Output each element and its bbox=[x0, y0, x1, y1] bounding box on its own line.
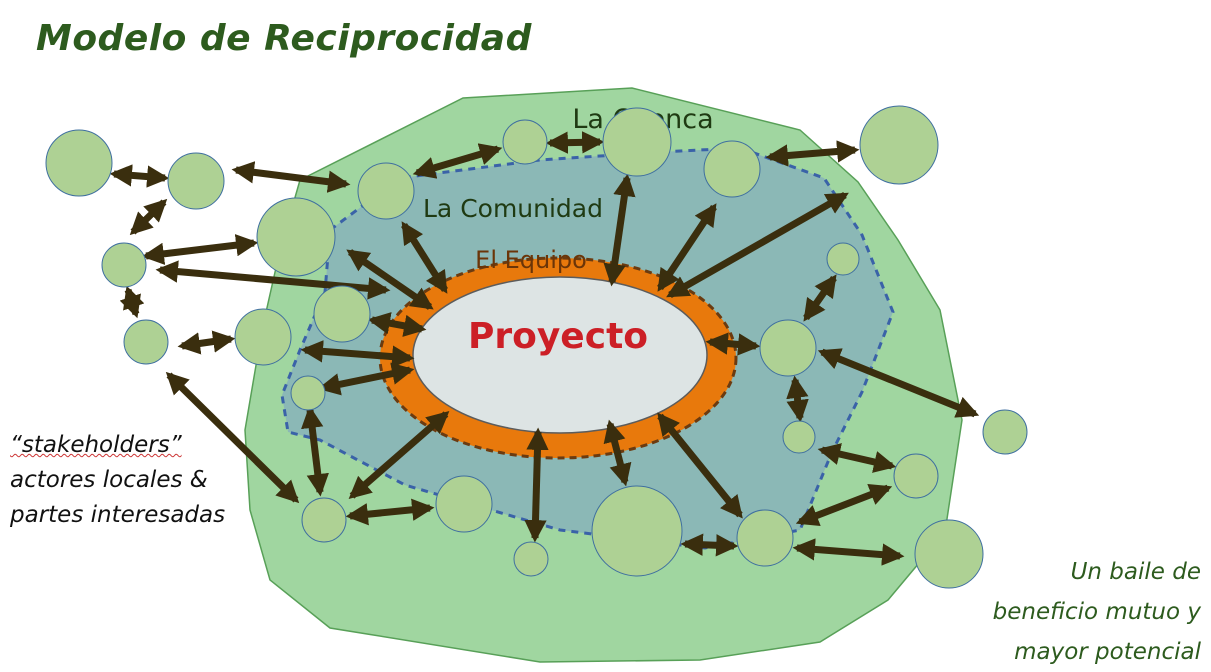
arrow bbox=[803, 274, 837, 322]
arrow bbox=[109, 164, 170, 188]
arrow bbox=[231, 161, 351, 193]
stakeholder-node bbox=[502, 119, 548, 165]
arrow bbox=[545, 131, 605, 154]
motto: Un baile de beneficio mutuo y mayor pote… bbox=[941, 552, 1201, 672]
stakeholder-node bbox=[123, 319, 169, 365]
stakeholders-line-1: “stakeholders” bbox=[10, 432, 182, 458]
stakeholder-node bbox=[703, 140, 761, 198]
proyecto-label: Proyecto bbox=[468, 316, 648, 357]
arrow bbox=[346, 249, 434, 310]
stakeholder-node bbox=[782, 420, 816, 454]
arrow bbox=[792, 538, 905, 566]
stakeholder-node bbox=[736, 509, 794, 567]
arrow bbox=[524, 427, 549, 543]
stakeholders-line-3: partes interesadas bbox=[10, 502, 226, 528]
stakeholder-node bbox=[435, 475, 493, 533]
stakeholders-line-2: actores locales & bbox=[10, 467, 208, 493]
arrow bbox=[301, 405, 329, 497]
arrow bbox=[141, 234, 259, 265]
motto-line-3: mayor potencial bbox=[1014, 639, 1201, 665]
stakeholder-node bbox=[301, 497, 347, 543]
arrow bbox=[666, 191, 849, 299]
stakeholder-node bbox=[357, 162, 415, 220]
stakeholder-node bbox=[914, 519, 984, 589]
arrow bbox=[300, 340, 415, 368]
arrow bbox=[317, 362, 415, 396]
arrow bbox=[119, 285, 145, 319]
equipo-label: El Equipo bbox=[475, 246, 587, 274]
stakeholder-node bbox=[513, 541, 549, 577]
stakeholder-node bbox=[602, 107, 672, 177]
stakeholder-node bbox=[591, 485, 683, 577]
arrows bbox=[109, 131, 980, 566]
arrow bbox=[817, 443, 897, 473]
stakeholder-node bbox=[167, 152, 225, 210]
stakeholder-node bbox=[290, 375, 326, 411]
stakeholder-node bbox=[45, 129, 113, 197]
stakeholder-node bbox=[759, 319, 817, 377]
arrow bbox=[367, 312, 427, 337]
motto-line-2: beneficio mutuo y bbox=[992, 599, 1201, 625]
stakeholder-node bbox=[101, 242, 147, 288]
arrow bbox=[657, 412, 743, 519]
arrow bbox=[705, 332, 761, 356]
arrow bbox=[817, 348, 980, 418]
arrow bbox=[603, 173, 636, 287]
stakeholder-node bbox=[826, 242, 860, 276]
stakeholder-nodes bbox=[45, 105, 1028, 589]
arrow bbox=[177, 330, 236, 355]
stakeholder-node bbox=[859, 105, 939, 185]
arrow bbox=[165, 371, 300, 504]
arrow bbox=[603, 419, 632, 487]
stakeholder-node bbox=[256, 197, 336, 277]
arrow bbox=[795, 484, 893, 526]
stakeholder-node bbox=[313, 285, 371, 343]
comunidad-label: La Comunidad bbox=[423, 194, 603, 223]
arrow bbox=[680, 533, 739, 557]
arrow bbox=[345, 498, 435, 526]
arrow bbox=[412, 143, 503, 179]
arrow bbox=[765, 140, 860, 167]
arrow bbox=[129, 198, 168, 236]
motto-line-1: Un baile de bbox=[1070, 559, 1201, 585]
arrow bbox=[786, 375, 809, 423]
stakeholder-node bbox=[234, 308, 292, 366]
stakeholders-note: “stakeholders” actores locales & partes … bbox=[10, 428, 250, 533]
stakeholder-node bbox=[982, 409, 1028, 455]
page-title: Modelo de Reciprocidad bbox=[36, 18, 532, 59]
arrow bbox=[348, 411, 450, 499]
stakeholder-node bbox=[893, 453, 939, 499]
